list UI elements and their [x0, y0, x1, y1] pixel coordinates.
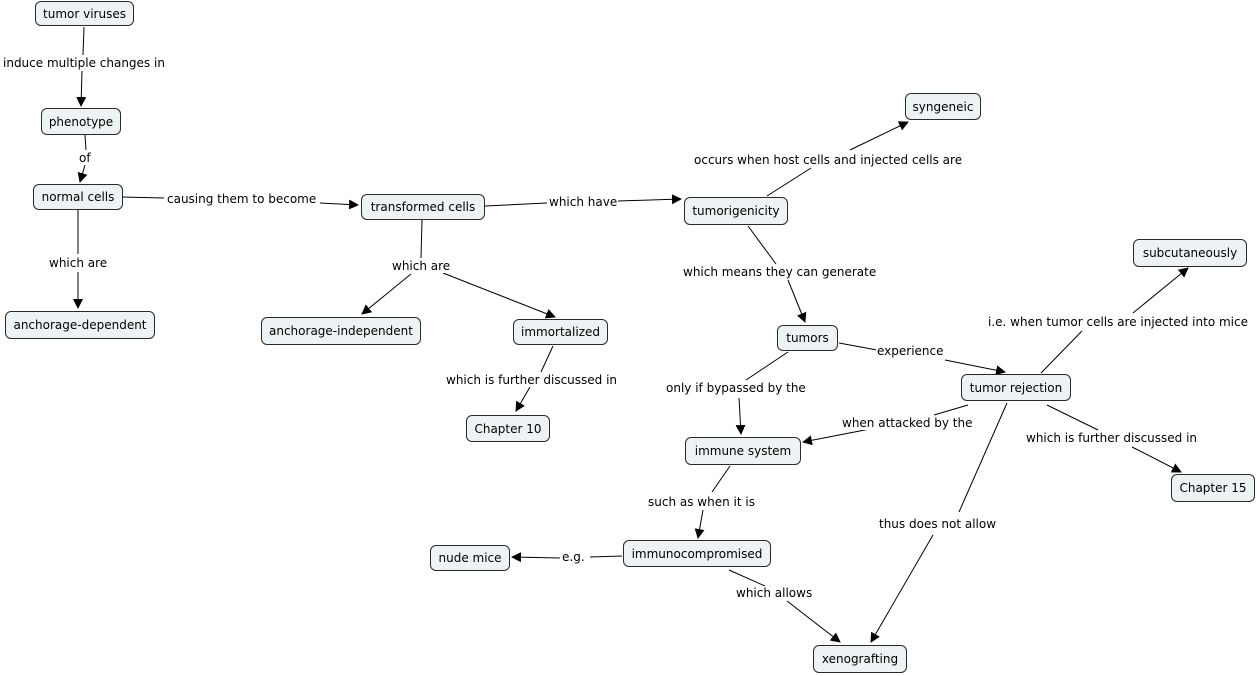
- link-label-causing-them-to-become: causing them to become: [166, 192, 318, 206]
- concept-nude-mice[interactable]: nude mice: [430, 545, 510, 571]
- link-line: [735, 397, 746, 435]
- concept-tumorigenicity[interactable]: tumorigenicity: [684, 197, 788, 225]
- link-line: [787, 279, 807, 323]
- concept-label: immune system: [694, 444, 792, 458]
- concept-label: immunocompromised: [631, 546, 763, 561]
- link-line: [76, 70, 87, 107]
- link-line: [1046, 404, 1099, 431]
- link-label-which-allows: which allows: [735, 586, 814, 600]
- link-label-which-are-transformed: which are: [391, 259, 452, 273]
- link-line: [766, 167, 812, 197]
- link-line: [84, 134, 87, 151]
- concept-label: Chapter 15: [1179, 481, 1247, 495]
- link-line: [694, 509, 705, 539]
- link-label-ie-when-tumor-cells-injected: i.e. when tumor cells are injected into …: [987, 315, 1249, 329]
- concept-label: normal cells: [41, 190, 115, 204]
- concept-label: immortalized: [520, 325, 600, 339]
- link-label-which-are-normal: which are: [48, 256, 109, 270]
- link-line: [82, 26, 85, 56]
- link-label-thus-does-not-allow: thus does not allow: [878, 517, 998, 531]
- concept-subcutaneously[interactable]: subcutaneously: [1133, 239, 1247, 267]
- link-line: [745, 351, 789, 381]
- link-line: [589, 555, 623, 558]
- concept-immortalized[interactable]: immortalized: [513, 319, 608, 345]
- link-line: [711, 465, 731, 493]
- concept-label: tumorigenicity: [692, 204, 780, 218]
- link-label-which-have: which have: [548, 195, 619, 209]
- link-label-when-attacked-by-the: when attacked by the: [841, 416, 974, 430]
- concept-label: anchorage-independent: [269, 324, 413, 338]
- link-label-of: of: [78, 151, 92, 165]
- link-line: [1040, 330, 1083, 374]
- concept-label: tumor viruses: [43, 6, 126, 21]
- concept-tumor-viruses[interactable]: tumor viruses: [35, 1, 134, 26]
- link-label-occurs-when-host-cells: occurs when host cells and injected cell…: [693, 153, 964, 167]
- concept-anchorage-independent[interactable]: anchorage-independent: [261, 317, 421, 345]
- concept-syngeneic[interactable]: syngeneic: [905, 93, 981, 120]
- link-label-such-as-when-it-is: such as when it is: [647, 495, 756, 509]
- link-line: [838, 342, 878, 351]
- link-label-which-is-further-discussed-in-10: which is further discussed in: [445, 373, 619, 387]
- concept-label: tumor rejection: [969, 380, 1063, 395]
- link-line: [319, 199, 359, 210]
- link-label-induce-multiple-changes-in: induce multiple changes in: [2, 56, 166, 70]
- link-line: [933, 404, 969, 416]
- link-line: [515, 386, 531, 412]
- concept-label: transformed cells: [370, 200, 476, 214]
- concept-label: xenografting: [821, 652, 899, 666]
- concept-label: phenotype: [48, 114, 114, 129]
- link-line: [484, 202, 548, 207]
- link-line: [728, 569, 766, 587]
- concept-chapter-10[interactable]: Chapter 10: [466, 415, 550, 442]
- concept-tumor-rejection[interactable]: tumor rejection: [961, 374, 1071, 401]
- link-label-eg: e.g.: [561, 550, 586, 564]
- link-label-experience: experience: [876, 344, 945, 358]
- concept-immune-system[interactable]: immune system: [685, 437, 801, 465]
- link-line: [122, 196, 165, 199]
- concept-anchorage-dependent[interactable]: anchorage-dependent: [5, 311, 155, 339]
- concept-immunocompromised[interactable]: immunocompromised: [623, 540, 771, 567]
- link-line: [1131, 446, 1182, 473]
- link-line: [361, 273, 412, 315]
- concept-phenotype[interactable]: phenotype: [41, 108, 121, 135]
- concept-label: nude mice: [438, 551, 502, 565]
- link-line: [870, 534, 934, 643]
- link-line: [944, 359, 1006, 376]
- link-label-only-if-bypassed-by-the: only if bypassed by the: [665, 381, 807, 395]
- link-line: [747, 225, 777, 265]
- link-line: [442, 272, 556, 319]
- link-line: [540, 345, 554, 373]
- link-line: [617, 194, 682, 205]
- link-line: [420, 219, 423, 259]
- concept-label: subcutaneously: [1142, 246, 1238, 260]
- link-line: [849, 121, 909, 151]
- link-line: [511, 552, 561, 563]
- concept-label: anchorage-dependent: [13, 318, 147, 332]
- link-line: [802, 428, 871, 446]
- concept-xenografting[interactable]: xenografting: [813, 645, 907, 673]
- concept-label: Chapter 10: [474, 421, 542, 436]
- link-line: [786, 600, 841, 643]
- link-label-which-means-they-can-generate: which means they can generate: [682, 265, 878, 279]
- concept-normal-cells[interactable]: normal cells: [33, 184, 123, 210]
- concept-label: syngeneic: [912, 99, 974, 114]
- concept-label: tumors: [786, 331, 829, 345]
- link-line: [77, 164, 88, 183]
- link-label-which-is-further-discussed-in-15: which is further discussed in: [1025, 431, 1199, 445]
- link-line: [958, 402, 1008, 513]
- link-line: [1132, 267, 1189, 314]
- concept-tumors[interactable]: tumors: [777, 325, 838, 351]
- concept-transformed-cells[interactable]: transformed cells: [361, 194, 485, 220]
- concept-chapter-15[interactable]: Chapter 15: [1171, 474, 1255, 502]
